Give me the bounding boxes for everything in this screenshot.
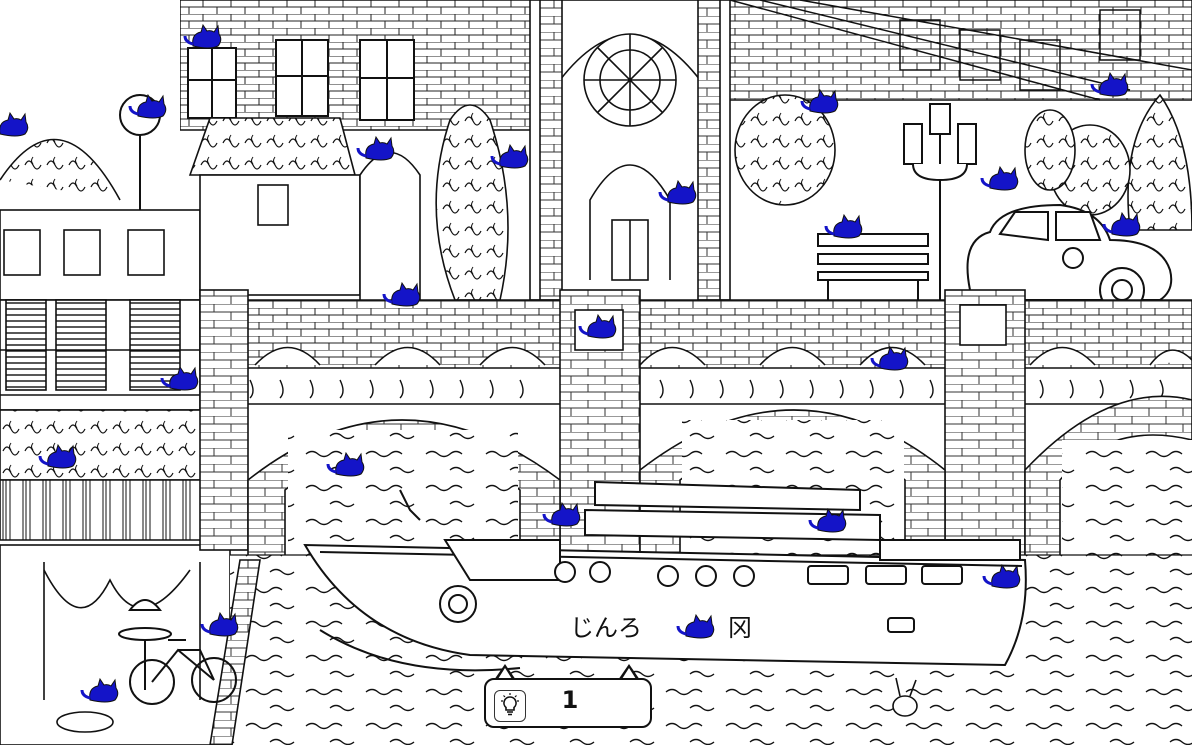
hint-button[interactable]: [494, 690, 526, 722]
lightbulb-icon: [501, 693, 519, 716]
found-counter: 1: [484, 664, 652, 728]
cat-ear-right-icon: [618, 664, 640, 680]
boat-lettering-2: 冈: [728, 614, 752, 642]
cat-ear-left-icon: [494, 664, 516, 680]
boat-lettering: じんろ: [570, 614, 642, 642]
counter-frame: 1: [484, 678, 652, 728]
found-count: 1: [561, 686, 579, 714]
rabbit-in-water[interactable]: [892, 677, 918, 717]
